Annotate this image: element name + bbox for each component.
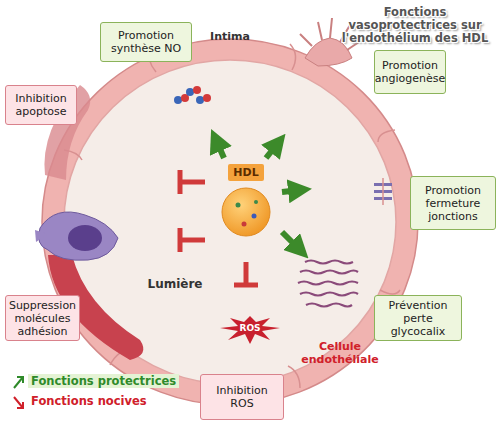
protective-arrows [216, 140, 300, 250]
diagram-title: Fonctions vasoprotectrices sur l'endothé… [330, 6, 500, 45]
ros-burst [220, 316, 280, 344]
legend-arrow [14, 377, 23, 388]
leukocyte [35, 212, 118, 260]
cell-label: Cellule endothéliale [300, 340, 380, 366]
box-text: Promotion synthèse NO [103, 29, 189, 55]
hdl-particle [222, 188, 270, 236]
function-box: Promotion angiogenèse [374, 50, 446, 94]
function-box: Prévention perte glycocalix [374, 295, 462, 341]
ros-label: ROS [225, 322, 275, 335]
function-box: Suppression molécules adhésion [5, 295, 80, 341]
function-box: Promotion synthèse NO [100, 22, 192, 62]
function-box: Promotion fermeture jonctions [410, 176, 496, 230]
layer-label: Intima [200, 30, 260, 43]
box-text: Suppression molécules adhésion [8, 299, 77, 338]
box-text: Promotion fermeture jonctions [413, 184, 493, 223]
legend-text: Fonctions protectrices [28, 374, 179, 388]
junction [374, 178, 392, 205]
box-text: Promotion angiogenèse [375, 59, 445, 85]
inhibition-symbols [180, 170, 258, 285]
box-text: Inhibition apoptose [8, 92, 74, 118]
legend-text: Fonctions nocives [28, 394, 150, 408]
glycocalyx [298, 261, 358, 307]
function-box: Inhibition ROS [200, 374, 284, 420]
box-text: Prévention perte glycocalix [377, 299, 459, 338]
hdl-label: HDL [228, 164, 264, 181]
lumen-label: Lumière [140, 278, 210, 291]
box-text: Inhibition ROS [203, 384, 281, 410]
no-molecules [174, 86, 211, 104]
legend-arrow [14, 397, 23, 408]
box-text: HDL [233, 166, 258, 179]
function-box: Inhibition apoptose [5, 85, 77, 125]
